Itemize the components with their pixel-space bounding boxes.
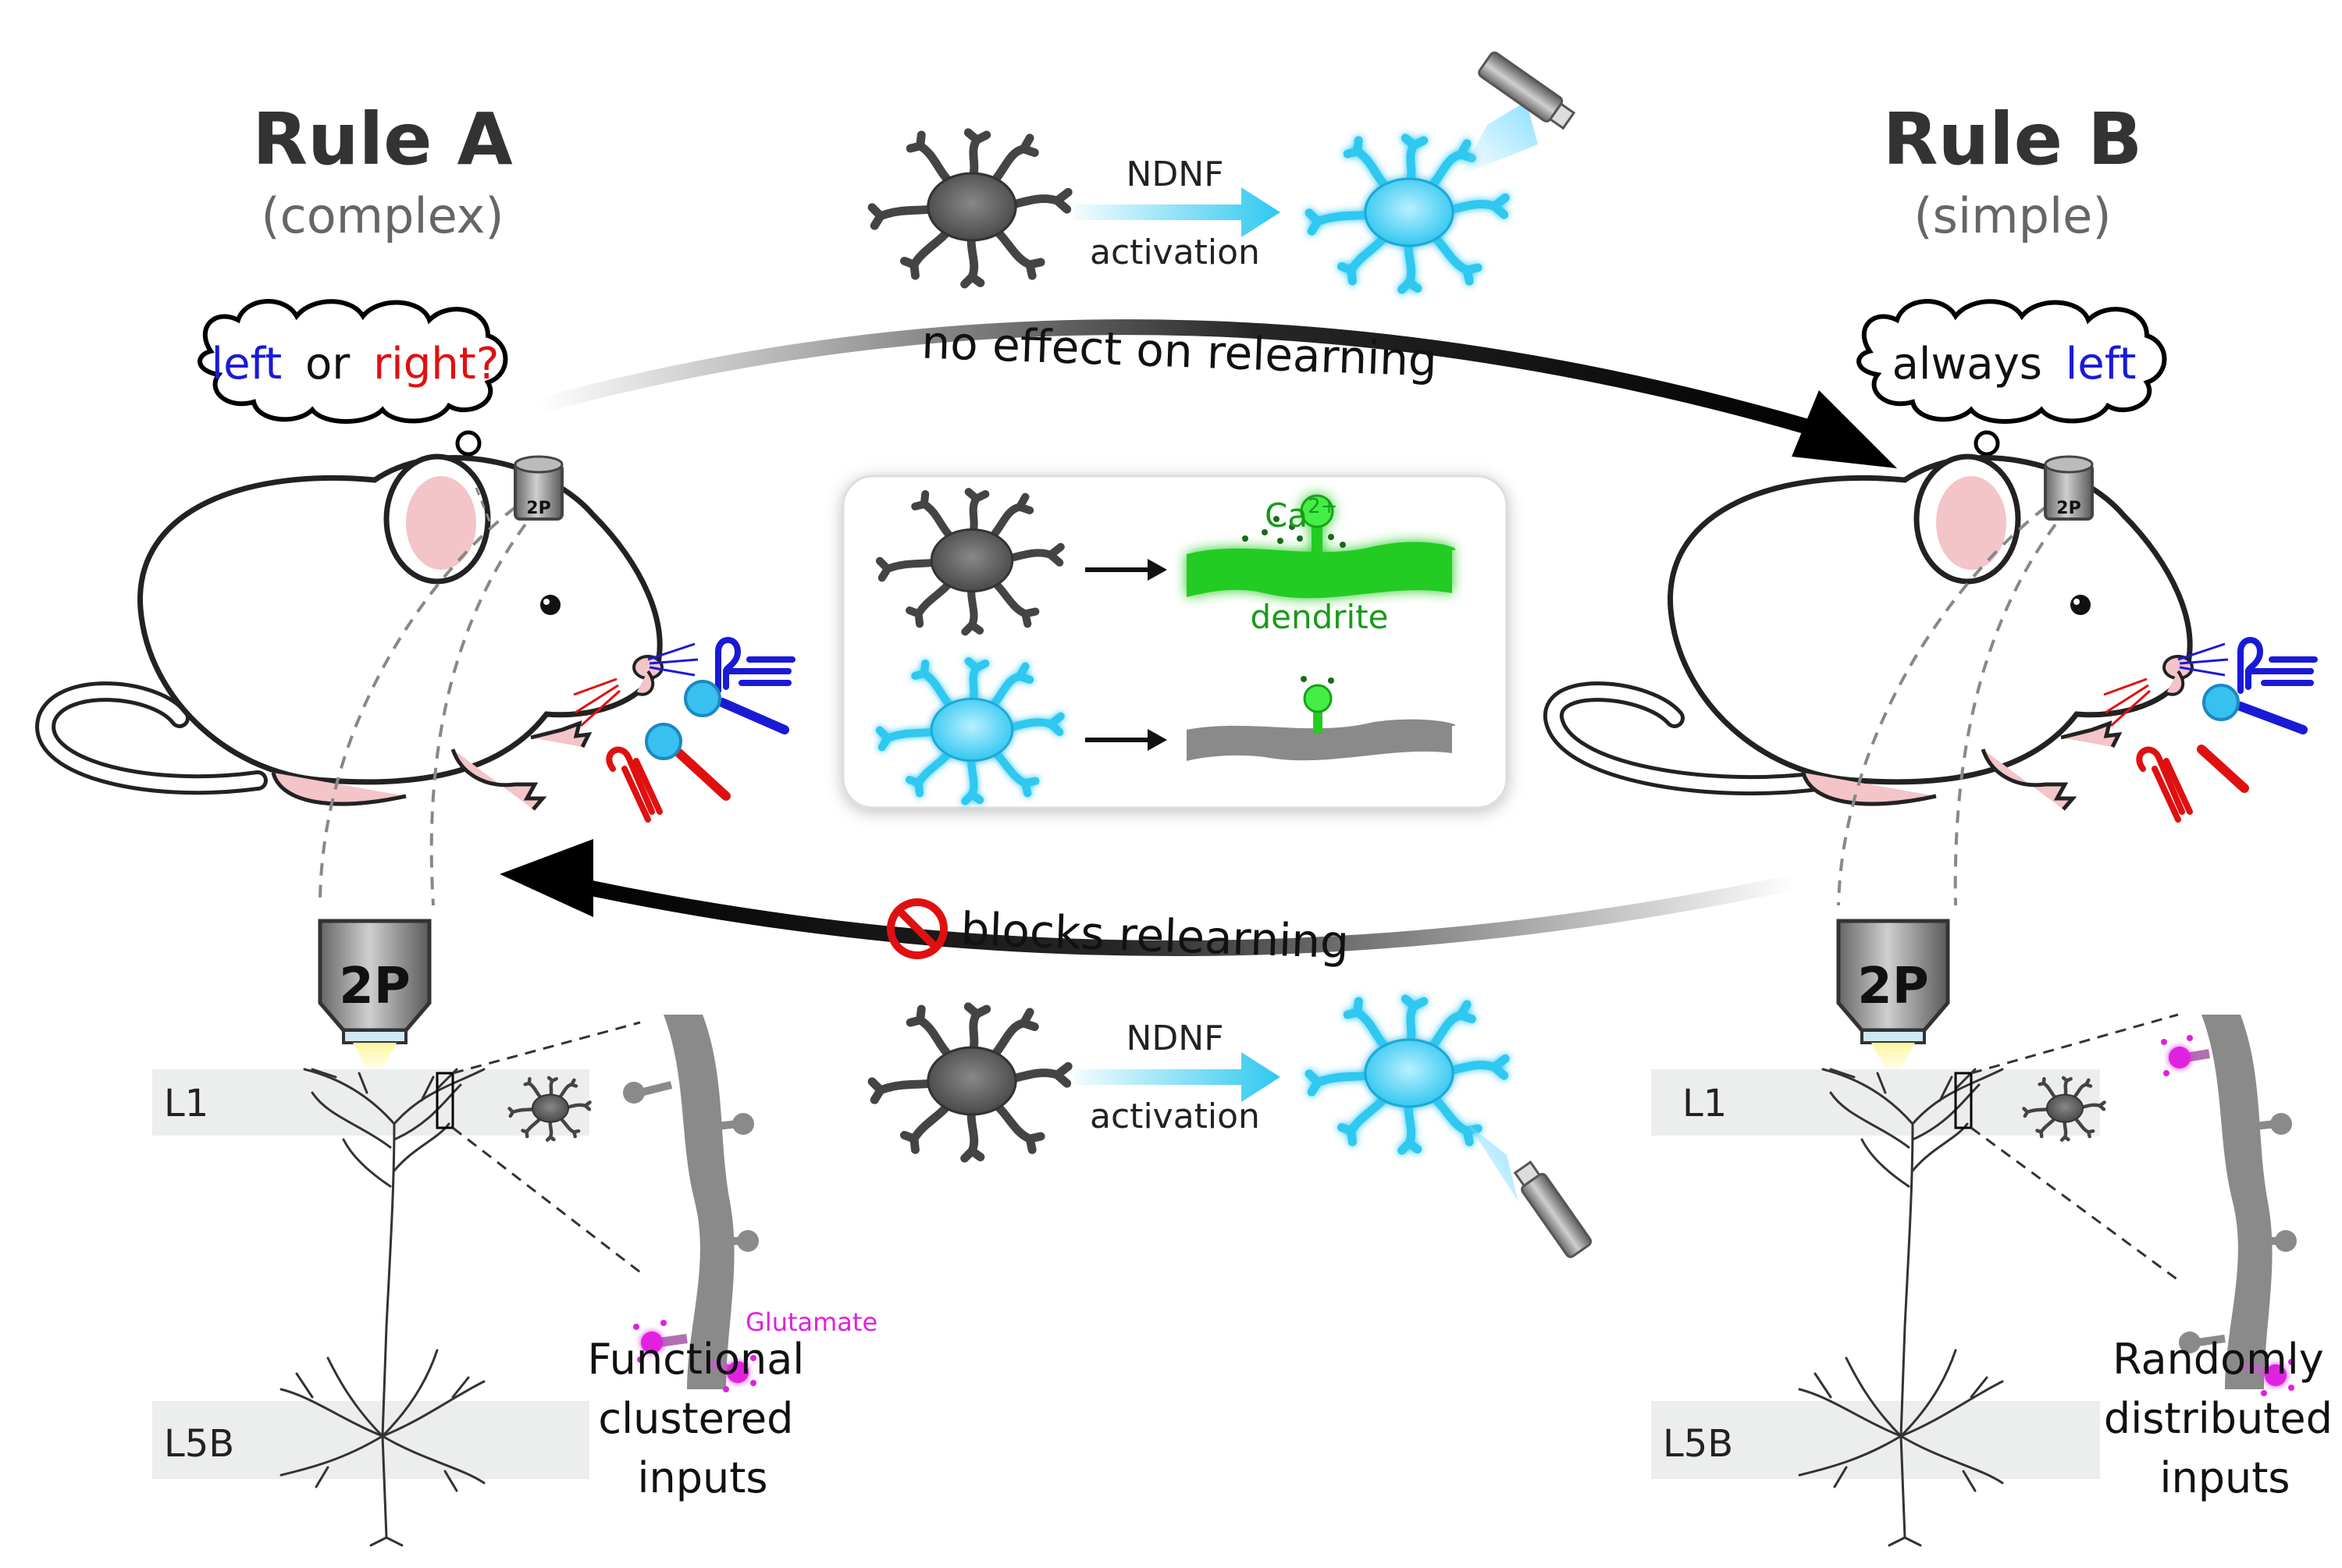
rule-b-subtitle: (simple)	[1913, 187, 2111, 244]
l1-ndnf-neuron-b-icon	[2024, 1078, 2105, 1140]
bubble-a-left-word: left	[212, 339, 283, 389]
zoom-line-b-bottom	[1970, 1126, 2179, 1282]
top-arc-arrowhead	[1792, 390, 1897, 468]
layer-a-l5b-label: L5B	[164, 1422, 234, 1466]
inset-gray-neuron-icon	[880, 492, 1061, 631]
top-ndnf-label: NDNF	[1126, 155, 1223, 194]
dendrite-zoom-a	[623, 1015, 759, 1392]
bottom-ndnf-gray-neuron-icon	[872, 1007, 1068, 1158]
left-caption: Functional clustered inputs	[588, 1335, 818, 1502]
lick-spout-right-red-icon	[2197, 745, 2249, 793]
zoom-box-b	[1954, 1072, 1973, 1129]
air-puff-left-blue-icon	[715, 637, 795, 694]
rule-a-title: Rule A	[252, 98, 513, 181]
layer-l1-band-b	[1651, 1069, 2100, 1136]
bubble-b-left-word: left	[2066, 339, 2137, 389]
zoom-line-b-top	[1970, 1013, 2179, 1075]
inset-dendrite-label: dendrite	[1250, 598, 1388, 636]
inset-calcium-label: Ca	[1265, 496, 1308, 535]
air-puff-right-blue-icon	[2237, 637, 2318, 694]
rule-a-subtitle: (complex)	[261, 187, 504, 244]
no-entry-icon	[887, 898, 948, 959]
svg-text:Ca2+: Ca2+	[1265, 495, 1337, 535]
inset-arrow-top	[1085, 559, 1167, 581]
bottom-activation-label: activation	[1090, 1097, 1260, 1136]
objective-b-label: 2P	[1857, 958, 1928, 1015]
inset-calcium-dots	[1242, 516, 1346, 548]
thought-bubble-a: left or right?	[198, 299, 508, 503]
right-caption: Randomly distributed inputs	[2104, 1335, 2342, 1502]
mouse-a-icon	[35, 453, 699, 906]
svg-text:left or right?: left or right?	[212, 339, 500, 389]
headcap-b-icon: 2P	[2044, 455, 2094, 521]
left-caption-line-2: clustered	[598, 1394, 793, 1443]
layer-b-l5b-label: L5B	[1663, 1422, 1733, 1466]
objective-b-icon: 2P	[1836, 919, 1950, 1069]
lick-spout-left-blue-icon	[684, 680, 789, 734]
dendrite-zoom-b	[2161, 1015, 2297, 1396]
air-puff-right-red-icon	[2136, 746, 2193, 823]
inset-cyan-neuron-icon	[880, 661, 1061, 801]
bottom-ndnf-cyan-neuron-icon	[1309, 999, 1505, 1150]
svg-text:always left: always left	[1892, 339, 2137, 389]
l1-ndnf-neuron-a-icon	[510, 1078, 590, 1140]
pyramidal-neuron-b-icon	[1798, 1068, 2004, 1547]
mouse-b-icon	[1543, 453, 2229, 906]
top-ndnf-arrow	[1073, 187, 1280, 237]
top-ndnf-gray-neuron-icon	[872, 133, 1068, 284]
top-arc-label: no effect on relearning	[920, 316, 1438, 387]
inset-arrow-bottom	[1085, 729, 1167, 751]
objective-a-icon: 2P	[318, 919, 432, 1069]
bubble-a-right-word: right?	[373, 339, 499, 389]
right-caption-line-2: distributed	[2104, 1394, 2333, 1443]
bottom-arc-arrow	[560, 874, 1798, 956]
top-light-fiber-icon	[1460, 51, 1576, 176]
layer-l5b-band-a	[152, 1401, 589, 1479]
zoom-line-a-bottom	[452, 1126, 641, 1274]
layer-l5b-band-b	[1651, 1401, 2100, 1479]
left-caption-line-3: inputs	[637, 1453, 767, 1502]
bottom-light-fiber-icon	[1468, 1124, 1593, 1258]
zoom-box-a	[436, 1072, 454, 1129]
inset-inactive-dendrite	[1187, 676, 1456, 761]
inset-calcium-superscript: 2+	[1308, 495, 1337, 518]
layer-a-l1-label: L1	[164, 1082, 208, 1125]
headcap-a-icon: 2P	[514, 455, 564, 521]
headcap-b-label: 2P	[2056, 499, 2080, 518]
layer-b-l1-label: L1	[1682, 1082, 1727, 1125]
bottom-arc-label: blocks relearning	[960, 902, 1350, 969]
top-ndnf-cyan-neuron-icon	[1309, 138, 1505, 290]
bottom-arc-arrowhead	[500, 839, 593, 917]
lick-spout-left-red-icon	[645, 723, 731, 801]
bottom-ndnf-label: NDNF	[1126, 1019, 1223, 1058]
objective-a-label: 2P	[339, 958, 410, 1015]
bottom-ndnf-arrow	[1073, 1052, 1280, 1102]
top-activation-label: activation	[1090, 233, 1260, 272]
right-caption-line-1: Randomly	[2112, 1335, 2324, 1384]
bubble-b-always-word: always	[1892, 339, 2042, 389]
lick-spout-right-blue-icon	[2202, 684, 2308, 734]
bubble-a-or-word: or	[305, 339, 351, 389]
inset-active-dendrite	[1187, 494, 1456, 599]
left-caption-line-1: Functional	[588, 1335, 805, 1384]
glutamate-label: Glutamate	[746, 1307, 877, 1337]
air-puff-left-red-icon	[606, 746, 663, 823]
rule-b-title: Rule B	[1883, 98, 2142, 181]
right-caption-line-3: inputs	[2159, 1453, 2290, 1502]
zoom-line-a-top	[452, 1021, 641, 1075]
headcap-a-label: 2P	[526, 499, 550, 518]
top-arc-arrow	[536, 319, 1845, 445]
